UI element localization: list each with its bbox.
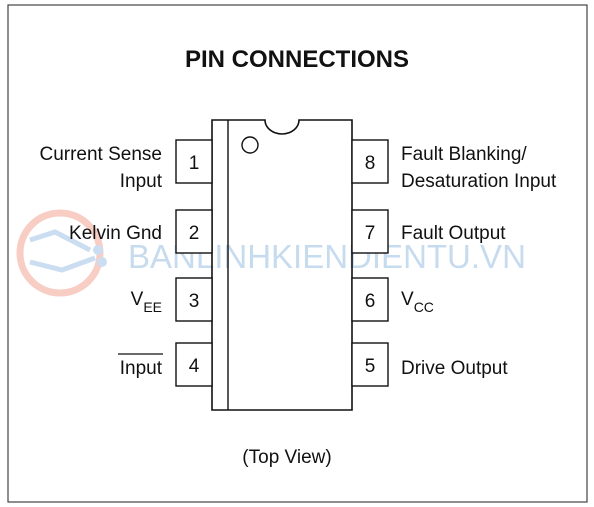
pin-3: 3 VEE [131, 277, 213, 322]
pin-3-label-subscript: EE [143, 299, 162, 315]
pin-2: 2 Kelvin Gnd [69, 209, 213, 254]
pin-4: 4 Input [118, 342, 213, 387]
pin-5: 5 Drive Output [351, 342, 508, 387]
pin1-indicator-dot [241, 136, 259, 154]
pin-1-label-line-2: Input [120, 171, 163, 192]
diagram-frame [7, 4, 588, 503]
pin-3-label-main: V [131, 289, 144, 310]
pin-6: 6 VCC [351, 277, 434, 322]
pin-2-number: 2 [189, 223, 200, 244]
pin-6-number: 6 [365, 291, 376, 312]
pin-1-label-line-1: Current Sense [39, 144, 162, 165]
pin-8-label-line-1: Fault Blanking/ [401, 144, 527, 165]
pin-6-label: VCC [401, 289, 434, 315]
pin-8: 8 Fault Blanking/ Desaturation Input [351, 139, 557, 192]
pin-3-label: VEE [131, 289, 162, 315]
pin-2-label: Kelvin Gnd [69, 223, 162, 244]
pin-4-label: Input [120, 358, 163, 379]
pin-5-number: 5 [365, 356, 376, 377]
pin-7-number: 7 [365, 223, 376, 244]
pin-6-label-main: V [401, 289, 414, 310]
diagram-title: PIN CONNECTIONS [185, 46, 409, 73]
ic-package [211, 119, 353, 411]
pin-7: 7 Fault Output [351, 209, 506, 254]
pin-1-number: 1 [189, 153, 200, 174]
pin-1: 1 Current Sense Input [39, 139, 213, 192]
pin-8-label-line-2: Desaturation Input [401, 171, 557, 192]
pin-3-number: 3 [189, 291, 200, 312]
pin-7-label: Fault Output [401, 223, 506, 244]
watermark-logo-icon [16, 209, 107, 297]
diagram-caption: (Top View) [242, 447, 331, 468]
pin-4-number: 4 [189, 356, 200, 377]
pin-6-label-subscript: CC [414, 299, 434, 315]
pin-5-label: Drive Output [401, 358, 508, 379]
pin-8-number: 8 [365, 153, 376, 174]
